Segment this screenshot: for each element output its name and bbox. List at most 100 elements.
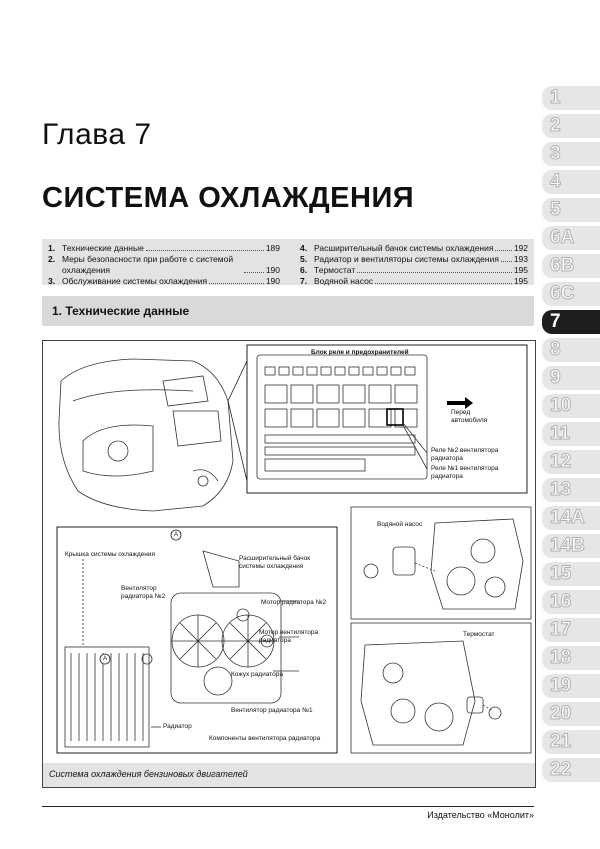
tab-label: 6С bbox=[549, 283, 575, 305]
chapter-tab[interactable]: 13 bbox=[542, 478, 600, 502]
page-title: СИСТЕМА ОХЛАЖДЕНИЯ bbox=[42, 182, 415, 214]
toc-item[interactable]: 5. Радиатор и вентиляторы системы охлажд… bbox=[300, 254, 528, 265]
chapter-tab[interactable]: 10 bbox=[542, 394, 600, 418]
radiator-label: Радиатор bbox=[163, 723, 192, 730]
chapter-tab[interactable]: 11 bbox=[542, 422, 600, 446]
toc-item-page: 189 bbox=[265, 243, 280, 253]
chapter-tab[interactable]: 21 bbox=[542, 730, 600, 754]
toc-leader-dots bbox=[244, 272, 264, 273]
tab-label: 15 bbox=[549, 563, 572, 585]
chapter-tab-active[interactable]: 7 bbox=[542, 310, 600, 334]
tab-label: 5 bbox=[550, 199, 562, 221]
toc-item-page: 190 bbox=[265, 265, 280, 275]
chapter-tab[interactable]: 12 bbox=[542, 450, 600, 474]
tab-label: 16 bbox=[549, 591, 572, 613]
toc-column-left: 1. Технические данные 189 2. Меры безопас… bbox=[48, 243, 280, 287]
callout-a-bottom: A bbox=[103, 656, 108, 662]
toc-item-text: Обслуживание системы охлаждения bbox=[62, 276, 208, 286]
cooling-system-figure: Блок реле и предохранителей Перед автомо… bbox=[42, 340, 536, 788]
chapter-tab[interactable]: 20 bbox=[542, 702, 600, 726]
publisher-name: Издательство «Монолит» bbox=[427, 810, 534, 820]
chapter-tab[interactable]: 16 bbox=[542, 590, 600, 614]
toc-item-text: Термостат bbox=[314, 265, 356, 275]
footer-divider bbox=[42, 806, 534, 807]
tab-label: 22 bbox=[549, 759, 572, 781]
chapter-tab[interactable]: 6В bbox=[542, 254, 600, 278]
chapter-tab[interactable]: 18 bbox=[542, 646, 600, 670]
chapter-tab[interactable]: 22 bbox=[542, 758, 600, 782]
toc-leader-dots bbox=[495, 250, 512, 251]
chapter-tab[interactable]: 14В bbox=[542, 534, 600, 558]
section-title-text: Технические данные bbox=[65, 304, 190, 318]
shroud-label: Кожух радиатора bbox=[231, 671, 283, 678]
chapter-tab[interactable]: 6С bbox=[542, 282, 600, 306]
toc-item[interactable]: 1. Технические данные 189 bbox=[48, 243, 280, 254]
chapter-tab[interactable]: 1 bbox=[542, 86, 600, 110]
chapter-tab[interactable]: 8 bbox=[542, 338, 600, 362]
toc-item-number: 4. bbox=[300, 243, 308, 253]
tab-label: 17 bbox=[549, 619, 572, 641]
figure-caption: Система охлаждения бензиновых двигателей bbox=[49, 769, 248, 779]
tab-label: 12 bbox=[549, 451, 572, 473]
toc-item[interactable]: 6. Термостат 195 bbox=[300, 265, 528, 276]
chapter-tab[interactable]: 2 bbox=[542, 114, 600, 138]
chapter-tab[interactable]: 5 bbox=[542, 198, 600, 222]
section-title: 1. Технические данные bbox=[52, 304, 189, 318]
chapter-tab[interactable]: 6А bbox=[542, 226, 600, 250]
chapter-tab[interactable]: 14А bbox=[542, 506, 600, 530]
chapter-tab[interactable]: 3 bbox=[542, 142, 600, 166]
toc-item-number: 1. bbox=[48, 243, 56, 253]
toc-item-number: 6. bbox=[300, 265, 308, 275]
toc-leader-dots bbox=[357, 272, 512, 273]
chapter-number: Глава 7 bbox=[42, 118, 152, 151]
section-number: 1. bbox=[52, 304, 63, 318]
toc-item-number: 7. bbox=[300, 276, 308, 286]
tab-label: 8 bbox=[550, 339, 562, 361]
tab-label: 10 bbox=[549, 395, 572, 417]
fan-2-label: Вентилятор радиатора №2 bbox=[121, 585, 166, 600]
expansion-tank-label: Расширительный бачок системы охлаждения bbox=[239, 555, 311, 570]
toc-item[interactable]: 3. Обслуживание системы охлаждения 190 bbox=[48, 276, 280, 287]
toc-item[interactable]: 2. Меры безопасности при работе с систем… bbox=[48, 254, 280, 276]
toc-item[interactable]: 4. Расширительный бачок системы охлажден… bbox=[300, 243, 528, 254]
relay-block-label: Блок реле и предохранителей bbox=[311, 349, 409, 356]
tab-label: 14А bbox=[550, 507, 586, 529]
motor-1-label: Мотор вентилятора радиатора bbox=[259, 629, 319, 644]
toc-item-number: 5. bbox=[300, 254, 308, 264]
figure-caption-bar: Система охлаждения бензиновых двигателей bbox=[43, 763, 535, 787]
toc-item-page: 195 bbox=[513, 265, 528, 275]
tab-label: 19 bbox=[549, 675, 572, 697]
tab-label: 3 bbox=[550, 143, 562, 165]
toc-item-text: Водяной насос bbox=[314, 276, 374, 286]
motor-2-label: Мотор радиатора №2 bbox=[261, 599, 327, 606]
toc-column-right: 4. Расширительный бачок системы охлажден… bbox=[300, 243, 528, 287]
toc-item-text: Технические данные bbox=[62, 243, 144, 253]
radiator-cap-label: Крышка системы охлаждения bbox=[65, 551, 155, 558]
water-pump-label: Водяной насос bbox=[377, 521, 423, 528]
tab-label: 14В bbox=[550, 535, 586, 557]
tab-label: 6В bbox=[549, 255, 575, 277]
chapter-tab[interactable]: 9 bbox=[542, 366, 600, 390]
toc-item-page: 195 bbox=[513, 276, 528, 286]
fan-relay-1-label: Реле №1 вентилятора радиатора bbox=[431, 465, 499, 480]
vehicle-front-label: Перед автомобиля bbox=[451, 409, 488, 424]
toc-leader-dots bbox=[375, 283, 512, 284]
tab-label: 20 bbox=[549, 703, 572, 725]
chapter-tab[interactable]: 15 bbox=[542, 562, 600, 586]
toc-item-page: 190 bbox=[265, 276, 280, 286]
toc-item[interactable]: 7. Водяной насос 195 bbox=[300, 276, 528, 287]
toc-item-number: 2. bbox=[48, 254, 56, 264]
tab-label: 11 bbox=[549, 423, 571, 445]
chapter-tab[interactable]: 17 bbox=[542, 618, 600, 642]
table-of-contents: 1. Технические данные 189 2. Меры безопас… bbox=[42, 239, 534, 287]
callout-a-top: A bbox=[174, 532, 179, 538]
toc-item-number: 3. bbox=[48, 276, 56, 286]
toc-item-text: Радиатор и вентиляторы системы охлаждени… bbox=[314, 254, 499, 264]
tab-label: 6А bbox=[549, 227, 575, 249]
tab-label: 4 bbox=[550, 171, 562, 193]
toc-item-page: 192 bbox=[513, 243, 528, 253]
chapter-tab[interactable]: 19 bbox=[542, 674, 600, 698]
chapter-tab[interactable]: 4 bbox=[542, 170, 600, 194]
toc-leader-dots bbox=[500, 261, 512, 262]
toc-leader-dots bbox=[209, 283, 264, 284]
